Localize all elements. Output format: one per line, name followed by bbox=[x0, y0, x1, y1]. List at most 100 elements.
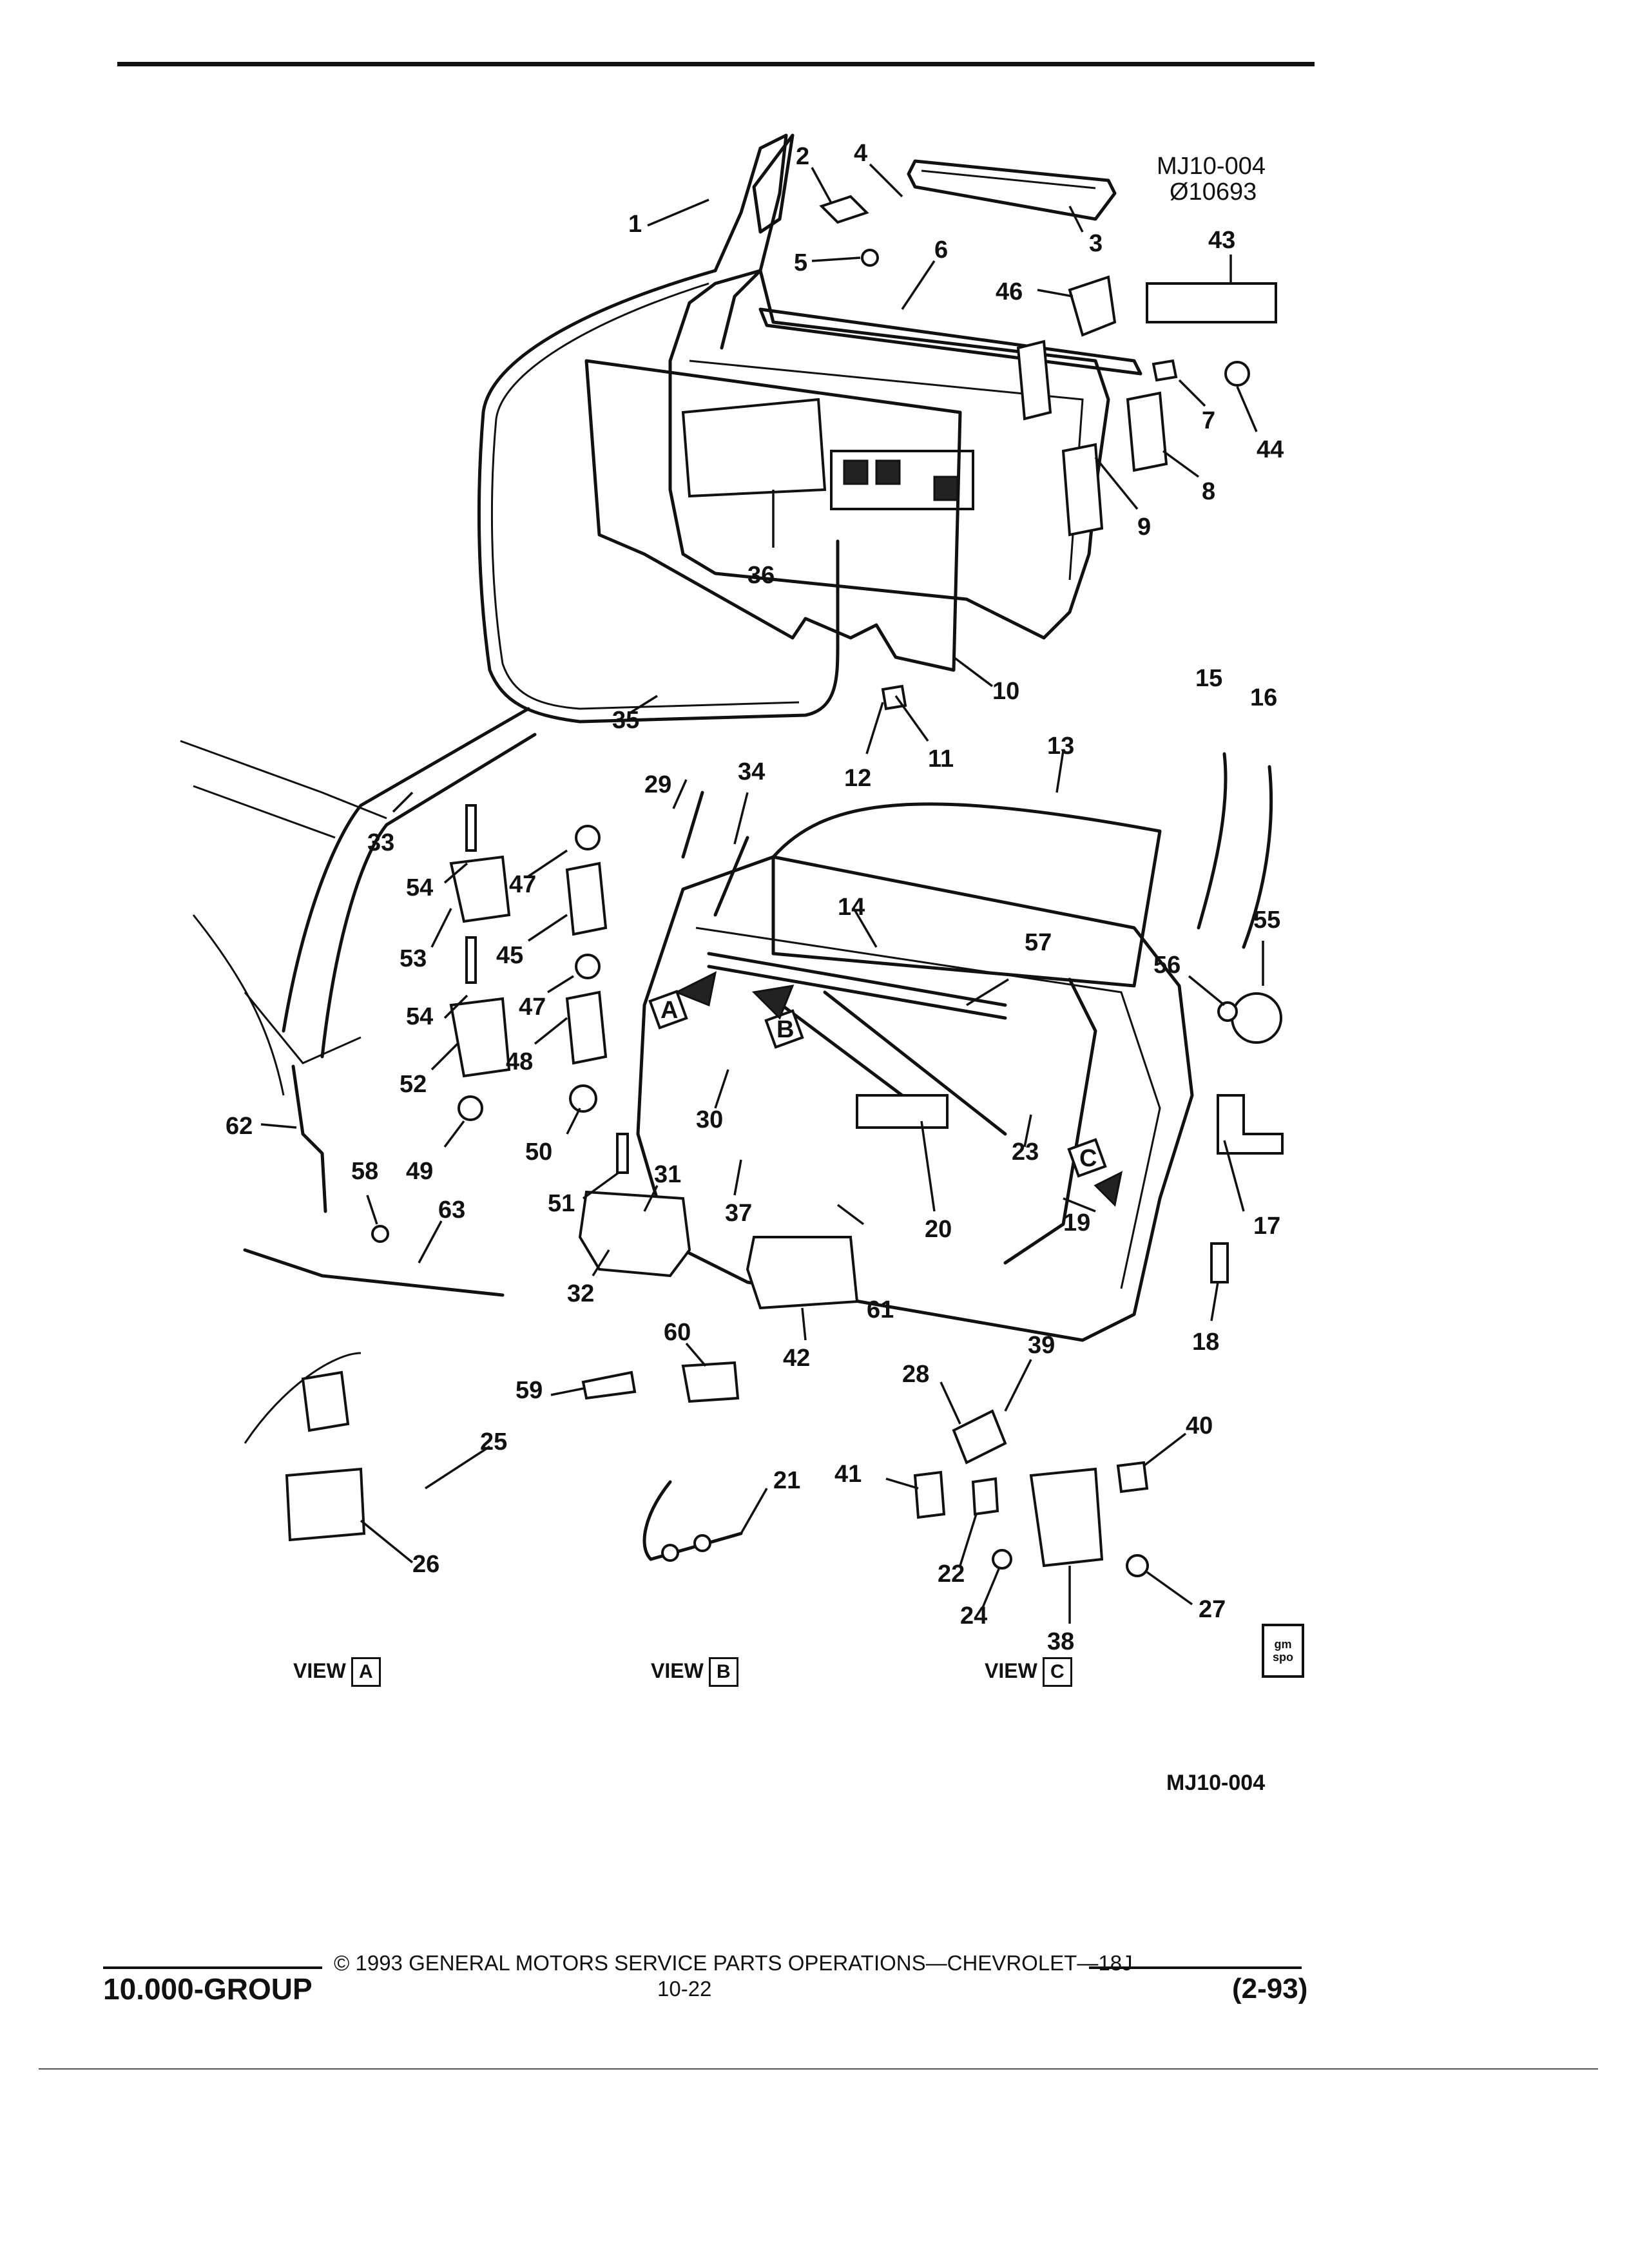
callout-37: 37 bbox=[725, 1200, 752, 1227]
callout-numbers: 1 2 3 4 5 6 7 8 9 10 11 12 13 14 15 16 1… bbox=[226, 140, 1284, 1655]
view-label-b-prefix: VIEW bbox=[651, 1659, 704, 1682]
view-marker-a: A bbox=[660, 997, 678, 1024]
inner-panel-module bbox=[681, 398, 827, 498]
hinge-45 bbox=[565, 861, 608, 936]
hinge-bracket-lower bbox=[1061, 443, 1104, 537]
bottom-reference-code: MJ10-004 bbox=[1166, 1771, 1266, 1795]
view-a-panel bbox=[301, 1370, 350, 1432]
callout-22: 22 bbox=[938, 1561, 965, 1588]
top-rule bbox=[117, 62, 1315, 66]
door-shell-lower-inner bbox=[695, 927, 1161, 1289]
hinge-52 bbox=[449, 997, 511, 1078]
bolt-54-lower bbox=[465, 936, 477, 984]
callout-59: 59 bbox=[516, 1377, 543, 1404]
regulator-tube-2 bbox=[707, 965, 1007, 1020]
hinge-bracket-upper bbox=[1016, 340, 1052, 421]
body-pillar-inner bbox=[320, 733, 537, 1059]
callout-27: 27 bbox=[1199, 1596, 1226, 1623]
bolt-18 bbox=[1210, 1242, 1229, 1283]
glass-run-top-inner bbox=[921, 169, 1096, 189]
body-roof-line bbox=[180, 740, 387, 820]
callout-20: 20 bbox=[925, 1216, 952, 1243]
callout-48: 48 bbox=[506, 1048, 533, 1075]
gear-55 bbox=[1231, 992, 1282, 1044]
switch-button-1 bbox=[843, 459, 869, 485]
bracket-41 bbox=[913, 1470, 946, 1519]
bracket-8 bbox=[1126, 391, 1168, 472]
body-sill bbox=[192, 914, 285, 1096]
rod-63 bbox=[243, 1248, 505, 1297]
bushing-44 bbox=[1224, 361, 1250, 387]
callout-54-upper: 54 bbox=[406, 874, 433, 901]
view-arrow-b bbox=[751, 985, 795, 1020]
callout-44: 44 bbox=[1257, 436, 1284, 463]
screw-5 bbox=[861, 249, 879, 267]
pull-42 bbox=[746, 1236, 859, 1310]
callout-39: 39 bbox=[1028, 1332, 1055, 1359]
view-arrow-a bbox=[674, 971, 717, 1007]
latch-38 bbox=[1029, 1467, 1104, 1568]
view-b-joint-2 bbox=[693, 1534, 711, 1552]
hinge-48 bbox=[565, 990, 608, 1065]
callout-30: 30 bbox=[696, 1106, 723, 1133]
callout-62: 62 bbox=[226, 1113, 253, 1140]
door-weatherstrip bbox=[477, 269, 840, 724]
view-marker-a-box bbox=[648, 990, 688, 1030]
view-b-joint-1 bbox=[661, 1544, 679, 1562]
bushing-47-upper bbox=[575, 825, 601, 850]
callout-9: 9 bbox=[1137, 514, 1151, 541]
view-label-c-prefix: VIEW bbox=[985, 1659, 1037, 1682]
callout-52: 52 bbox=[400, 1071, 427, 1098]
bottom-scan-line bbox=[39, 2068, 1598, 2070]
callout-32: 32 bbox=[567, 1280, 594, 1307]
callout-31: 31 bbox=[654, 1161, 681, 1188]
seal-34 bbox=[713, 836, 749, 917]
hinge-parts bbox=[243, 804, 859, 1310]
view-label-a-prefix: VIEW bbox=[293, 1659, 346, 1682]
callout-12: 12 bbox=[844, 765, 871, 792]
callout-8: 8 bbox=[1202, 478, 1215, 505]
callout-15: 15 bbox=[1195, 665, 1222, 692]
callout-58: 58 bbox=[351, 1158, 378, 1185]
callout-49: 49 bbox=[406, 1158, 433, 1185]
washer-56 bbox=[1217, 1001, 1238, 1022]
window-frame bbox=[713, 133, 788, 350]
switch-cluster bbox=[856, 1094, 949, 1129]
callout-51: 51 bbox=[548, 1190, 575, 1217]
callout-55: 55 bbox=[1253, 907, 1280, 934]
bracket-17 bbox=[1217, 1094, 1284, 1155]
callout-45: 45 bbox=[496, 942, 523, 969]
callout-25: 25 bbox=[480, 1428, 507, 1456]
callout-29: 29 bbox=[644, 771, 671, 798]
callout-40: 40 bbox=[1186, 1412, 1213, 1439]
switch-button-3 bbox=[933, 476, 959, 501]
view-marker-c-box bbox=[1067, 1138, 1107, 1178]
callout-33: 33 bbox=[367, 829, 394, 856]
bushing-47-lower bbox=[575, 954, 601, 979]
callout-50: 50 bbox=[525, 1139, 552, 1166]
glass-run-15 bbox=[1197, 752, 1228, 930]
water-deflector bbox=[584, 359, 962, 672]
door-lower: A B C bbox=[636, 684, 1284, 1342]
footer-copyright: © 1993 GENERAL MOTORS SERVICE PARTS OPER… bbox=[334, 1951, 1133, 1975]
view-a-body bbox=[244, 1352, 361, 1444]
callout-42: 42 bbox=[783, 1345, 810, 1372]
door-glass bbox=[771, 802, 1162, 988]
callout-5: 5 bbox=[794, 249, 807, 276]
switch-button-2 bbox=[875, 459, 901, 485]
hinge-53 bbox=[449, 855, 511, 923]
regulator-tube bbox=[707, 952, 1007, 1007]
callout-56: 56 bbox=[1153, 952, 1181, 979]
reference-code: MJ10-004 bbox=[1157, 153, 1266, 180]
view-arrow-c bbox=[1094, 1171, 1123, 1207]
callout-4: 4 bbox=[854, 140, 867, 167]
door-frame-upper bbox=[477, 133, 1277, 724]
bracket-22 bbox=[971, 1477, 999, 1516]
door-weatherstrip-inner bbox=[490, 282, 800, 710]
callout-10: 10 bbox=[992, 678, 1019, 705]
regulator-arm-2 bbox=[823, 990, 1007, 1136]
cap-59 bbox=[581, 1370, 637, 1400]
view-a-plate bbox=[285, 1467, 366, 1542]
callout-26: 26 bbox=[412, 1551, 439, 1578]
